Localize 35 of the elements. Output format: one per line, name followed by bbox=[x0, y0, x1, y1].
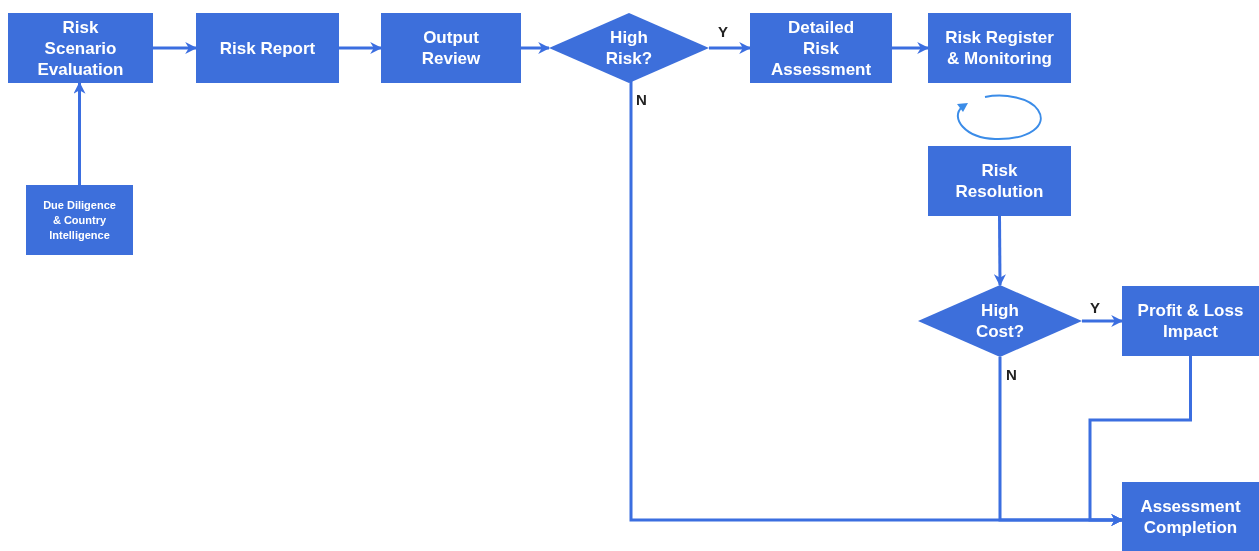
node-label: Risk Report bbox=[218, 37, 317, 59]
node-label: Detailed Risk Assessment bbox=[771, 16, 871, 80]
arrow bbox=[709, 42, 752, 54]
process-box bbox=[928, 13, 1071, 83]
node-label: Risk Scenario Evaluation bbox=[36, 16, 125, 80]
arrow bbox=[73, 81, 86, 185]
node-label: Risk Resolution bbox=[954, 160, 1045, 202]
arrow bbox=[521, 42, 551, 54]
process-box bbox=[1122, 286, 1259, 356]
process-box bbox=[381, 13, 521, 83]
node-label: High Risk? bbox=[604, 27, 654, 69]
edge-label: Y bbox=[718, 24, 728, 40]
node-label: High Cost? bbox=[974, 300, 1026, 342]
edge-label: Y bbox=[1090, 300, 1100, 316]
node-label: Due Diligence & Country Intelligence bbox=[42, 197, 117, 243]
arrow bbox=[1088, 356, 1192, 526]
arrow bbox=[892, 42, 930, 54]
decision-diamond bbox=[549, 13, 709, 83]
process-box bbox=[26, 185, 133, 255]
node-label: Assessment Completion bbox=[1139, 495, 1242, 538]
process-box bbox=[8, 13, 153, 83]
edge-label: N bbox=[636, 92, 647, 108]
arrow bbox=[153, 42, 198, 54]
edge-label: N bbox=[1006, 367, 1017, 383]
node-label: Output Review bbox=[420, 27, 482, 69]
node-label: Profit & Loss Impact bbox=[1136, 300, 1245, 342]
arrow bbox=[339, 42, 383, 54]
arrow bbox=[1082, 315, 1124, 327]
process-box bbox=[928, 146, 1071, 216]
decision-diamond bbox=[918, 285, 1082, 357]
process-box bbox=[750, 13, 892, 83]
process-box bbox=[196, 13, 339, 83]
process-box bbox=[1122, 482, 1259, 551]
arrow bbox=[993, 216, 1006, 287]
node-label: Risk Register & Monitoring bbox=[944, 27, 1055, 69]
